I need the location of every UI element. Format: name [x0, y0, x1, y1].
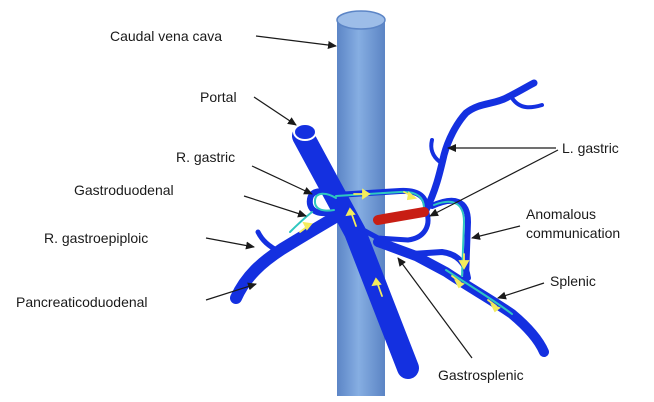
label-caudal-vena-cava: Caudal vena cava	[110, 28, 222, 45]
label-gastrosplenic: Gastrosplenic	[438, 367, 524, 384]
leader-portal	[254, 97, 296, 125]
label-r-gastroepiploic: R. gastroepiploic	[44, 230, 148, 247]
leader-r-gastric	[252, 166, 312, 194]
label-portal: Portal	[200, 89, 237, 106]
leader-r-gastroepiploic	[206, 238, 254, 247]
leader-anomalous-communication	[472, 226, 520, 238]
r-gastroepiploic-vein	[258, 232, 280, 252]
l-gastric-branch	[512, 98, 542, 107]
l-gastric-twig	[431, 140, 440, 162]
leader-splenic	[498, 283, 544, 298]
label-l-gastric: L. gastric	[562, 140, 619, 157]
label-anomalous-line1: Anomalous	[526, 206, 596, 223]
leader-caudal-vena-cava	[256, 36, 336, 46]
label-gastroduodenal: Gastroduodenal	[74, 182, 174, 199]
portal-vein-opening	[294, 124, 316, 140]
label-r-gastric: R. gastric	[176, 149, 235, 166]
leader-gastroduodenal	[244, 196, 306, 216]
label-splenic: Splenic	[550, 273, 596, 290]
label-pancreaticoduodenal: Pancreaticoduodenal	[16, 294, 148, 311]
portal-system-vessels	[236, 83, 544, 368]
label-anomalous-line2: communication	[526, 225, 620, 242]
